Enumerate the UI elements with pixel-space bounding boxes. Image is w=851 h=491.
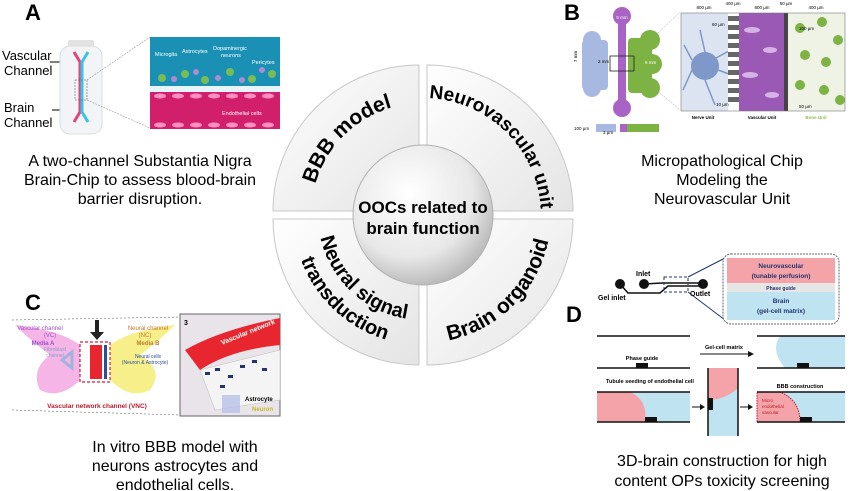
vc-abbrev: (VC) [44,333,56,339]
vnc-label: Vascular network channel (VNC) [47,403,147,410]
bbb-chip-illustration: Vascular channel (VC) Media A Neural cha… [11,316,181,416]
brain-label: Brain [773,298,790,305]
bbb-construction-label: BBB construction [777,384,824,390]
neural-channel-label: Neural channel [128,326,168,332]
panel-letter-b: B [564,0,580,25]
brain-chip-inset: Microglia Astrocytes Dopaminergic neuron… [150,37,280,129]
vascular-channel-label-2: Channel [4,63,53,78]
caption-c-line1: In vitro BBB model with [92,439,257,456]
neural-cells-label: Neural cells [135,354,162,360]
panel-b: B 5 mm 7 mm 2 mm 6 mm 100 µm 3 µm [564,0,846,208]
caption-c-line2: neurons astrocytes and [92,458,258,475]
construction-steps: Phase guide Gel-cell matrix Tubule seedi… [597,335,845,436]
center-circle [352,144,494,286]
caption-b-line2: Modeling the [676,172,768,189]
endothelial-label: endothelial [762,404,784,409]
chip-label-100um: 100 µm [574,126,589,131]
neurovascular-label: Neurovascular [758,263,804,270]
caption-a-line3: barrier disruption. [78,191,203,208]
gel-inlet-label: Gel inlet [598,295,626,302]
micro-label: Micro [762,398,773,403]
phase-guide-zoom-label: Phase guide [766,286,796,292]
dim-60um: 60 µm [712,22,725,27]
dim-10um: 10 µm [716,102,729,107]
panel-letter-d: D [566,302,582,327]
vascular-channel-label: Vascular [2,48,52,63]
caption-b-line3: Neurovascular Unit [654,191,791,208]
fibroblast-channel-label: channel [46,353,64,359]
dim-100um: 100 µm [799,26,814,31]
fibroblast-label: Fibroblast [44,347,67,353]
caption-c-line3: endothelial cells. [116,477,234,491]
bone-unit-label: Bone Unit [805,115,827,120]
inset-label-pericytes: Pericytes [252,60,275,66]
dim-800um-2: 800 µm [754,5,769,10]
dim-800um-1: 800 µm [696,5,711,10]
vascular-label: vascular [762,410,779,415]
nerve-unit-label: Nerve Unit [692,115,715,120]
inset-label-neurons: neurons [221,53,241,59]
gel-cell-matrix-step-label: Gel-cell matrix [705,345,744,351]
phase-guide-label: Phase guide [626,356,658,362]
dim-50um: 50 µm [780,1,793,6]
panel-a: A Vascular Channel Brain Channel [2,0,280,208]
vascular-channel-vc-label: Vascular channel [17,326,63,332]
brain-chip-illustration [59,36,151,135]
vascular-network-inset: 3 Vascular network Astrocyte Neuron [179,313,281,417]
inset-number: 3 [184,320,188,327]
brain-channel-label-2: Channel [4,115,53,130]
nc-abbrev: (NC) [139,333,152,339]
tubule-seeding-label: Tubule seeding of endothelial cell [606,379,694,385]
caption-b-line1: Micropathological Chip [641,153,803,170]
panel-d: D Inlet Gel inlet Outlet Neurovascular (… [566,253,845,490]
neurovascular-chip-illustration: 5 mm 7 mm 2 mm 6 mm 100 µm 3 µm [573,7,681,135]
caption-a-line2: Brain-Chip to assess blood-brain [24,172,256,189]
neurovascular-unit-inset: 800 µm 400 µm 800 µm 50 µm 400 µm 60 µm … [680,1,846,120]
chip-layout: Inlet Gel inlet Outlet [598,257,726,321]
center-title-line1: OOCs related to [358,198,487,217]
neuron-astrocyte-label: (Neuron & Astrocyte) [122,360,169,366]
dim-400um-1: 400 µm [725,1,740,6]
astrocyte-label: Astrocyte [245,397,273,403]
media-b-label: Media B [136,341,160,347]
chip-label-3um: 3 µm [603,130,613,135]
center-title-line2: brain function [366,219,479,238]
chip-label-2mm: 2 mm [598,59,610,64]
tunable-perfusion-label: (tunable perfusion) [752,273,811,280]
panel-letter-c: C [25,290,41,315]
inlet-label: Inlet [636,271,651,278]
inset-label-astrocytes: Astrocytes [182,49,208,55]
dim-50um-side: 50 µm [799,104,812,109]
channel-zoom: Neurovascular (tunable perfusion) Phase … [722,253,840,325]
center-wheel: BBB model Neurovascular unit Neural sign… [272,64,574,366]
caption-d-line1: 3D-brain construction for high [617,453,827,470]
panel-letter-a: A [25,0,41,25]
caption-d-line2: content OPs toxicity screening [614,473,829,490]
chip-label-5mm: 5 mm [616,15,628,20]
chip-label-6mm: 6 mm [645,60,657,65]
brain-channel-label: Brain [4,100,34,115]
inset-label-microglia: Microglia [155,52,178,58]
gel-cell-matrix-label: (gel-cell matrix) [757,308,805,315]
vascular-unit-label: Vascular Unit [748,115,777,120]
media-a-label: Media A [32,341,55,347]
outlet-label: Outlet [690,291,711,298]
inset-label-dopaminergic: Dopaminergic [213,46,247,52]
neuron-label: Neuron [252,407,273,413]
chip-label-7mm: 7 mm [573,50,578,62]
caption-a-line1: A two-channel Substantia Nigra [28,153,251,170]
dim-400um-2: 400 µm [808,5,823,10]
inset-label-endothelial: Endothelial cells [222,111,262,117]
panel-c: C Vascular channel (VC) Media A Neural c… [11,290,281,491]
